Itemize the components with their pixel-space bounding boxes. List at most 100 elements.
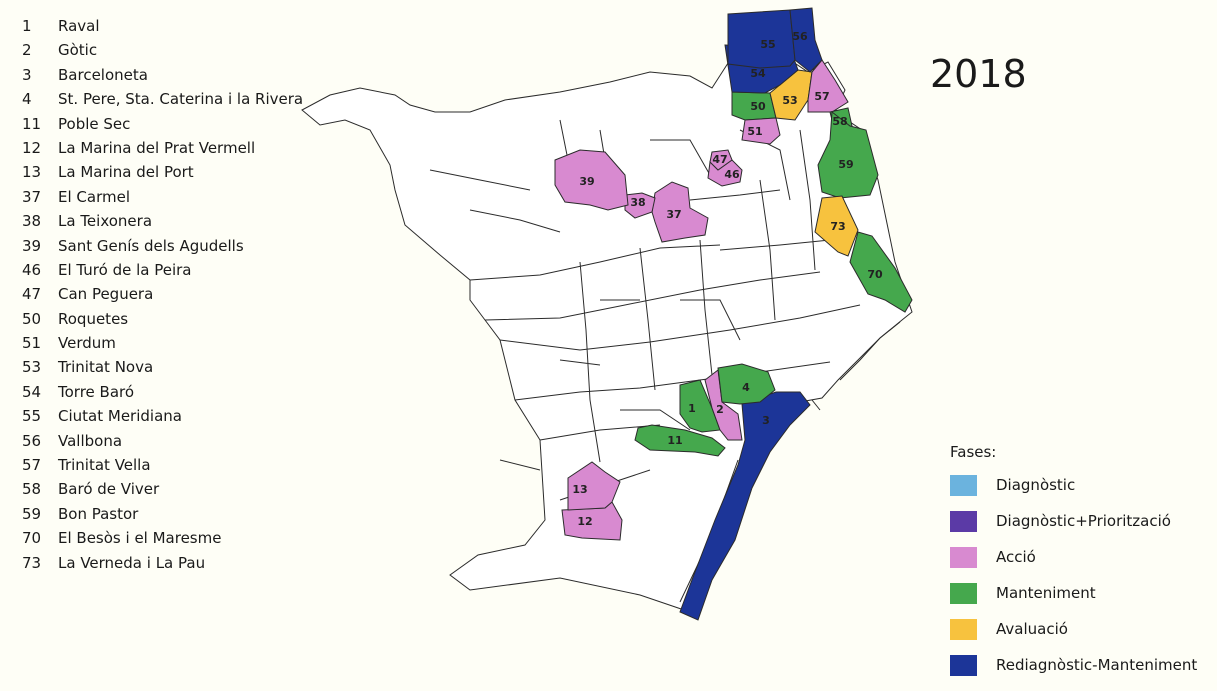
region-1 [679,379,721,433]
legend-item: Acció [950,547,1197,583]
legend-item: Diagnòstic+Priorització [950,511,1197,547]
region-label: 59 [838,158,853,171]
neighborhood-name: La Marina del Port [58,163,194,182]
neighborhood-name: Raval [58,17,100,35]
district-lines [429,119,861,501]
region-label: 70 [867,268,883,281]
region-57 [807,59,849,113]
neighborhood-number: 12 [22,138,42,157]
region-38 [624,192,656,219]
neighborhood-number: 3 [22,65,32,84]
region-label: 2 [716,403,724,416]
neighborhood-number: 50 [22,309,42,328]
neighborhood-item: 3 Barceloneta [22,63,303,87]
neighborhood-name: St. Pere, Sta. Caterina i la Rivera [58,90,304,109]
neighborhood-name: El Turó de la Peira [58,260,192,279]
region-label: 46 [724,168,740,181]
neighborhood-name: Trinitat Vella [58,456,151,475]
region-label: 3 [762,414,770,427]
city-outline [301,59,913,613]
neighborhood-item: 2 Gòtic [22,38,303,62]
region-13 [567,461,621,511]
region-label: 53 [782,94,797,107]
region-70 [849,231,913,313]
region-label: 11 [667,434,682,447]
legend-item: Diagnòstic [950,475,1197,511]
legend-swatch [950,547,977,568]
region-label: 73 [830,220,845,233]
legend-label: Diagnòstic+Priorització [996,512,1171,530]
neighborhood-name: Can Peguera [58,285,154,304]
neighborhood-list: 1 Raval 2 Gòtic 3 Barceloneta 4 St. Pere, Sta. … [22,14,303,575]
neighborhood-name: Bon Pastor [58,504,139,523]
legend-label: Acció [996,548,1036,566]
neighborhood-item: 13 La Marina del Port [22,160,303,184]
legend-item: Avaluació [950,619,1197,655]
legend-swatch [950,619,977,640]
legend-label: Diagnòstic [996,476,1076,494]
region-label: 51 [747,125,762,138]
neighborhood-item: 37 El Carmel [22,185,303,209]
region-4 [717,363,776,405]
neighborhood-name: La Teixonera [58,212,153,231]
neighborhood-number: 37 [22,187,42,206]
neighborhood-name: La Marina del Prat Vermell [58,138,256,157]
neighborhood-item: 59 Bon Pastor [22,502,303,526]
neighborhood-name: Barceloneta [58,65,148,84]
neighborhood-item: 50 Roquetes [22,307,303,331]
neighborhood-name: Trinitat Nova [58,358,154,377]
region-59 [817,111,879,199]
neighborhood-name: Roquetes [58,309,129,328]
neighborhood-number: 4 [22,90,32,109]
neighborhood-number: 11 [22,114,42,133]
legend-swatch [950,655,977,676]
neighborhood-item: 38 La Teixonera [22,209,303,233]
neighborhood-name: Gòtic [58,41,98,60]
region-label: 12 [577,515,592,528]
neighborhood-number: 38 [22,212,42,231]
city-base [301,59,913,613]
region-label: 58 [832,115,847,128]
legend-label: Avaluació [996,620,1068,638]
neighborhood-name: Verdum [58,334,116,353]
neighborhood-number: 39 [22,236,42,255]
region-label: 57 [814,90,829,103]
region-3 [679,391,811,621]
region-label: 55 [760,38,775,51]
region-label: 39 [579,175,594,188]
legend-swatch [950,511,977,532]
neighborhood-number: 59 [22,504,42,523]
highlighted-neighborhoods [554,7,913,621]
region-label: 13 [572,483,587,496]
region-label: 4 [742,381,750,394]
neighborhood-number: 47 [22,285,42,304]
neighborhood-name: Ciutat Meridiana [58,407,182,426]
neighborhood-name: Baró de Viver [58,480,160,499]
region-39 [554,149,629,211]
neighborhood-number: 2 [22,41,32,60]
neighborhood-name: Torre Baró [58,382,135,401]
legend-item: Rediagnòstic-Manteniment [950,655,1197,691]
legend-item: Manteniment [950,583,1197,619]
region-51 [741,117,781,145]
neighborhood-number: 13 [22,163,42,182]
legend-swatch [950,583,977,604]
region-label: 1 [688,402,696,415]
region-11 [634,424,726,457]
neighborhood-number: 1 [22,17,32,35]
neighborhood-name: El Carmel [58,187,130,206]
legend-label: Manteniment [996,584,1096,602]
